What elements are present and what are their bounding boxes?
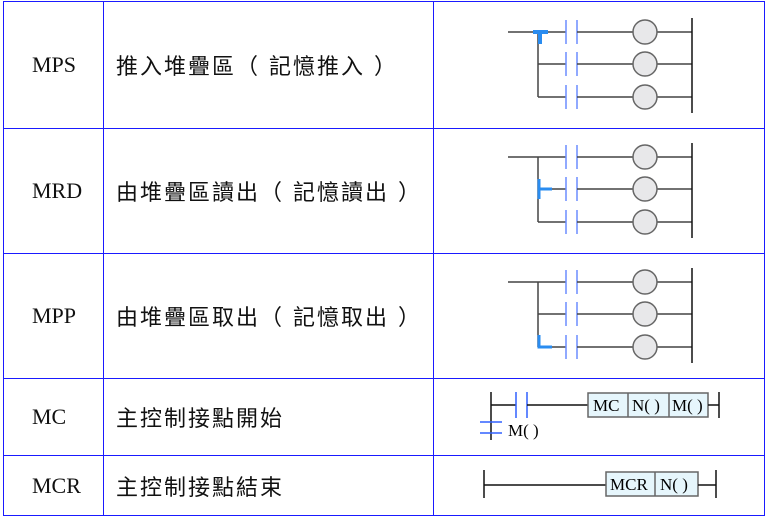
code: MC — [3, 378, 104, 456]
branch-point-icon — [537, 179, 552, 199]
stack-diagram-1 — [508, 143, 693, 238]
mc-n-label: N( ) — [632, 396, 660, 415]
branch-point-icon — [537, 335, 552, 349]
branch-point-icon — [533, 30, 548, 44]
mcr-n-label: N( ) — [660, 475, 688, 494]
ladder-diagram-cell — [433, 253, 765, 379]
description: 由堆疊區讀出（ 記憶讀出 ） — [103, 128, 434, 254]
mc-op-label: MC — [593, 396, 619, 415]
coil-icon — [632, 269, 658, 295]
coil-icon — [632, 209, 658, 235]
description: 推入堆疊區（ 記憶推入 ） — [103, 1, 434, 129]
mcr-diagram: MCR N( ) — [483, 470, 717, 498]
coil-icon — [632, 334, 658, 360]
description: 由堆疊區取出（ 記憶取出 ） — [103, 253, 434, 379]
coil-icon — [632, 176, 658, 202]
mc-diagram: MC N( ) M( ) M( ) — [480, 392, 720, 440]
ladder-diagram-cell — [433, 128, 765, 254]
stack-diagram-0 — [508, 18, 693, 113]
coil-icon — [632, 51, 658, 77]
code: MCR — [3, 455, 104, 516]
coil-icon — [632, 144, 658, 170]
description: 主控制接點開始 — [103, 378, 434, 456]
description: 主控制接點結束 — [103, 455, 434, 516]
coil-icon — [632, 19, 658, 45]
coil-icon — [632, 301, 658, 327]
ladder-diagram-cell — [433, 1, 765, 129]
stack-diagram-2 — [508, 268, 693, 363]
contact-label: M( ) — [508, 421, 539, 440]
code: MRD — [3, 128, 104, 254]
coil-icon — [632, 84, 658, 110]
mc-m-label: M( ) — [672, 396, 703, 415]
mcr-op-label: MCR — [610, 475, 648, 494]
code: MPS — [3, 1, 104, 129]
